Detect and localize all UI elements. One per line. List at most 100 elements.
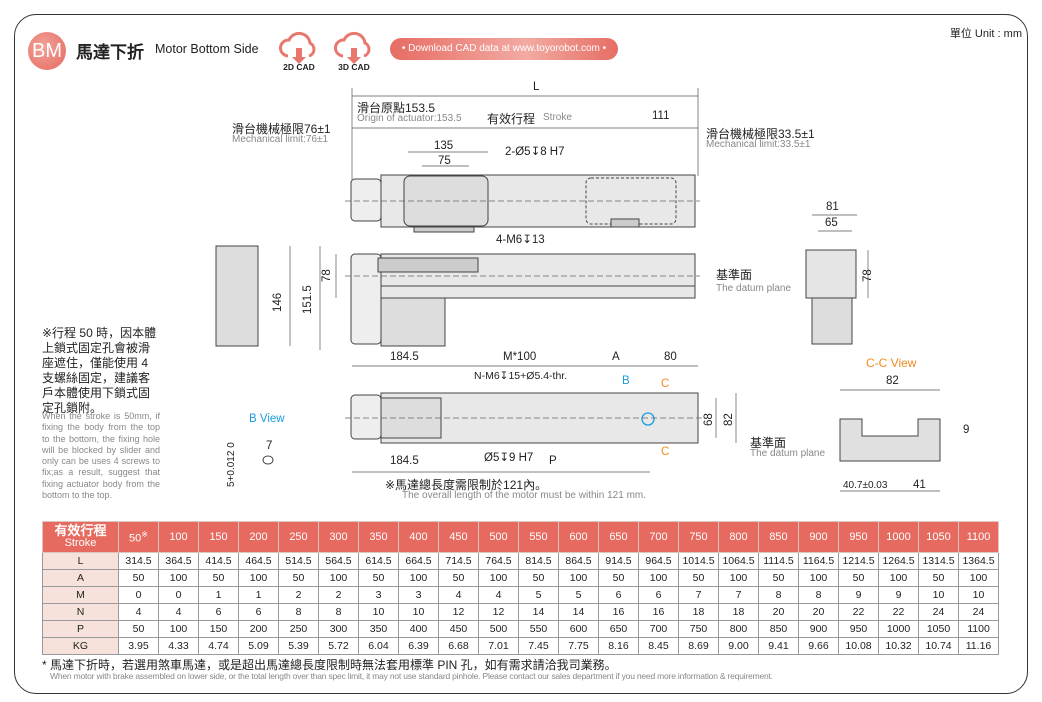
table-cell: 2 xyxy=(318,586,359,604)
pin-hole-top-label: 2-Ø5↧8 H7 xyxy=(505,146,565,158)
b-view-title: B View xyxy=(249,413,285,425)
table-cell: 850 xyxy=(758,620,799,638)
table-cell: 8.16 xyxy=(598,637,639,655)
table-cell: 2 xyxy=(278,586,319,604)
table-cell: 514.5 xyxy=(278,552,319,570)
table-cell: 650 xyxy=(598,620,639,638)
table-cell: 100 xyxy=(558,569,599,587)
dim-135: 135 xyxy=(434,140,454,152)
table-cell: 3.95 xyxy=(118,637,159,655)
cad-2d-label: 2D CAD xyxy=(283,62,315,72)
table-cell: 10.32 xyxy=(878,637,919,655)
table-cell: 10.74 xyxy=(918,637,959,655)
tap-hole-bottom-label: N-M6↧15+Ø5.4-thr. xyxy=(474,370,568,382)
table-cell: 12 xyxy=(438,603,479,621)
table-cell: 100 xyxy=(158,620,199,638)
table-cell: 1 xyxy=(198,586,239,604)
table-cell: 50 xyxy=(358,569,399,587)
table-cell: 1050 xyxy=(918,620,959,638)
stroke-column-header: 800 xyxy=(718,521,759,553)
table-cell: 9.41 xyxy=(758,637,799,655)
download-cad-link[interactable]: • Download CAD data at www.toyorobot.com… xyxy=(390,38,618,60)
table-cell: 50 xyxy=(198,569,239,587)
table-cell: 6.39 xyxy=(398,637,439,655)
table-cell: 24 xyxy=(918,603,959,621)
origin-label-zh: 滑台原點153.5 xyxy=(357,101,436,115)
table-cell: 50 xyxy=(758,569,799,587)
table-cell: 11.16 xyxy=(958,637,999,655)
table-cell: 1100 xyxy=(958,620,999,638)
table-cell: 50 xyxy=(278,569,319,587)
table-cell: 6 xyxy=(598,586,639,604)
table-cell: 100 xyxy=(158,569,199,587)
stroke-column-header: 1000 xyxy=(878,521,919,553)
end-view-right xyxy=(805,249,857,345)
table-cell: 1064.5 xyxy=(718,552,759,570)
table-cell: 22 xyxy=(838,603,879,621)
table-cell: 8 xyxy=(318,603,359,621)
table-cell: 500 xyxy=(478,620,519,638)
table-cell: 7 xyxy=(718,586,759,604)
cc-section xyxy=(839,418,941,462)
table-cell: 464.5 xyxy=(238,552,279,570)
motor-length-note-en: The overall length of the motor must be … xyxy=(402,490,647,501)
table-cell: 100 xyxy=(318,569,359,587)
table-cell: 4.74 xyxy=(198,637,239,655)
cc-dim-9: 9 xyxy=(963,424,970,436)
table-cell: 450 xyxy=(438,620,479,638)
stroke-column-header: 200 xyxy=(238,521,279,553)
mech-limit-right-en: Mechanical limit:33.5±1 xyxy=(706,139,811,150)
table-cell: 1314.5 xyxy=(918,552,959,570)
section-badge: BM xyxy=(28,32,66,70)
table-cell: 1000 xyxy=(878,620,919,638)
table-cell: 16 xyxy=(598,603,639,621)
tap-hole-top-label: 4-M6↧13 xyxy=(496,234,545,246)
table-cell: 24 xyxy=(958,603,999,621)
cad-3d-label: 3D CAD xyxy=(338,62,370,72)
table-cell: 914.5 xyxy=(598,552,639,570)
table-cell: 10 xyxy=(958,586,999,604)
stroke-column-header: 700 xyxy=(638,521,679,553)
table-cell: 50 xyxy=(918,569,959,587)
table-cell: 100 xyxy=(878,569,919,587)
row-label: M xyxy=(42,586,119,604)
section-title-en: Motor Bottom Side xyxy=(155,42,259,56)
table-cell: 1164.5 xyxy=(798,552,839,570)
table-cell: 100 xyxy=(798,569,839,587)
stroke-column-header: 850 xyxy=(758,521,799,553)
dim-111: 111 xyxy=(652,110,670,122)
table-cell: 764.5 xyxy=(478,552,519,570)
footnote-en: When motor with brake assembled on lower… xyxy=(50,671,773,681)
table-cell: 100 xyxy=(638,569,679,587)
dim-L: L xyxy=(533,81,540,93)
dim-184-5-top: 184.5 xyxy=(390,351,419,363)
dim-68: 68 xyxy=(703,413,715,426)
stroke-column-header: 500 xyxy=(478,521,519,553)
table-cell: 20 xyxy=(758,603,799,621)
row-label: L xyxy=(42,552,119,570)
c-marker-bottom: C xyxy=(661,446,670,458)
table-cell: 1214.5 xyxy=(838,552,879,570)
cc-dim-41: 41 xyxy=(913,479,926,491)
b-view-marker xyxy=(641,412,655,426)
table-cell: 100 xyxy=(958,569,999,587)
datum-label-en: The datum plane xyxy=(716,283,792,294)
table-cell: 50 xyxy=(118,569,159,587)
table-cell: 5.72 xyxy=(318,637,359,655)
stroke-column-header: 450 xyxy=(438,521,479,553)
cc-dim-82: 82 xyxy=(886,375,899,387)
table-cell: 100 xyxy=(478,569,519,587)
table-cell: 10 xyxy=(918,586,959,604)
table-cell: 6.68 xyxy=(438,637,479,655)
table-cell: 14 xyxy=(518,603,559,621)
table-cell: 250 xyxy=(278,620,319,638)
stroke-column-header: 250 xyxy=(278,521,319,553)
table-cell: 9 xyxy=(878,586,919,604)
dim-75: 75 xyxy=(438,155,451,167)
table-cell: 1014.5 xyxy=(678,552,719,570)
table-cell: 1264.5 xyxy=(878,552,919,570)
